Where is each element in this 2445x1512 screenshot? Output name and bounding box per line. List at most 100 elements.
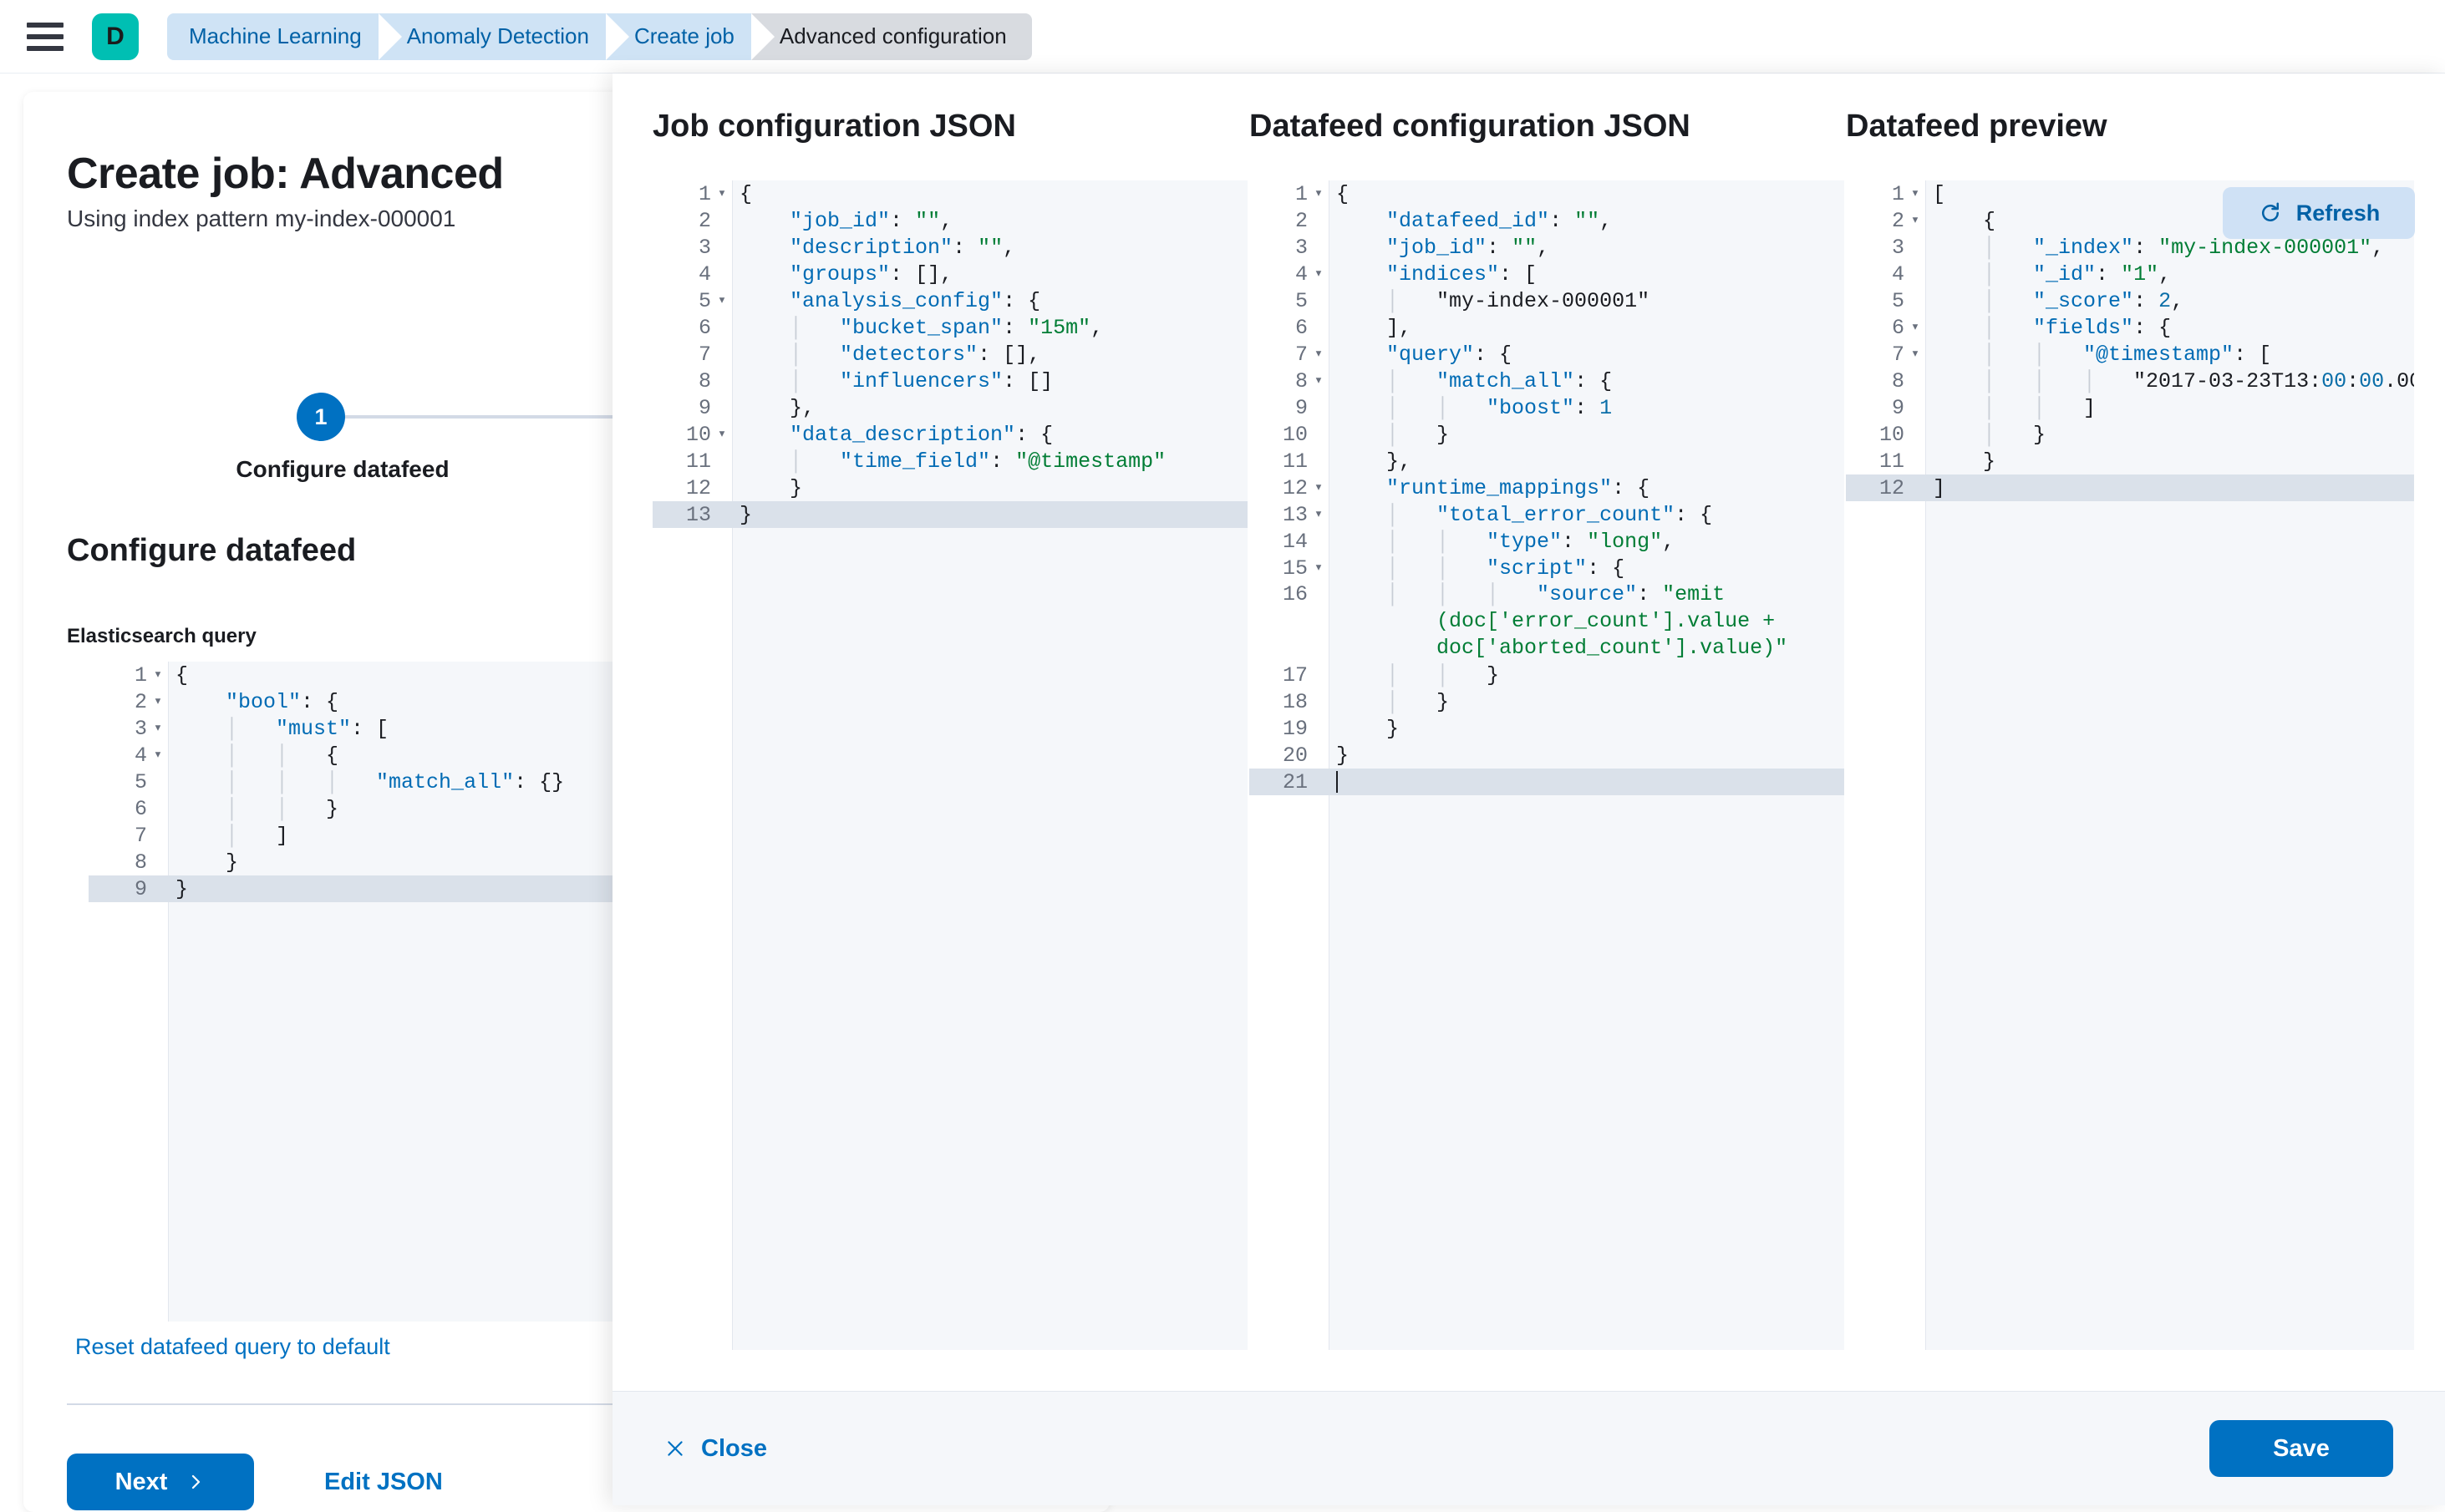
edit-json-link[interactable]: Edit JSON [324,1469,443,1495]
stepper-step-1[interactable]: 1 [297,393,345,441]
editor-line[interactable]: 18 │ } [1249,688,1844,715]
editor-line-number: 7 [1294,342,1308,367]
editor-line[interactable]: 4▾ "indices": [ [1249,261,1844,287]
editor-line[interactable]: 1▾{ [653,180,1248,207]
editor-line[interactable]: 6 │ "bucket_span": "15m", [653,314,1248,341]
editor-code-background [1329,180,1844,1350]
space-avatar[interactable]: D [92,13,139,60]
fold-toggle-icon[interactable]: ▾ [1314,506,1324,523]
fold-toggle-icon[interactable]: ▾ [1910,319,1920,336]
editor-line[interactable]: 8 │ │ │ "2017-03-23T13:00:00.000Z" [1846,368,2414,394]
editor-line[interactable]: 11 │ "time_field": "@timestamp" [653,448,1248,474]
editor-line[interactable]: 5 │ │ │ "match_all": {} [89,769,1110,795]
save-button[interactable]: Save [2209,1420,2393,1477]
breadcrumb-item-advanced-configuration[interactable]: Advanced configuration [750,13,1032,60]
editor-line[interactable]: 6▾ │ "fields": { [1846,314,2414,341]
editor-line[interactable]: 9 │ │ ] [1846,394,2414,421]
editor-line[interactable]: 11 }, [1249,448,1844,474]
job-configuration-json-editor[interactable]: 1▾{2 "job_id": "",3 "description": "",4 … [653,180,1248,1350]
fold-toggle-icon[interactable]: ▾ [153,693,163,710]
refresh-button[interactable]: Refresh [2223,187,2415,239]
breadcrumb-item-create-job[interactable]: Create job [605,13,774,60]
editor-line[interactable]: 8▾ │ "match_all": { [1249,368,1844,394]
editor-line-number: 4 [698,261,711,287]
editor-line[interactable]: 3▾ │ "must": [ [89,715,1110,742]
editor-line[interactable]: 17 │ │ } [1249,662,1844,688]
breadcrumb-label: Machine Learning [189,23,362,48]
breadcrumb-item-machine-learning[interactable]: Machine Learning [167,13,401,60]
editor-line[interactable]: 5 │ "my-index-000001" [1249,287,1844,314]
editor-line[interactable]: 8 } [89,849,1110,875]
fold-toggle-icon[interactable]: ▾ [1314,185,1324,202]
editor-line-number: 6 [134,796,147,821]
editor-line-text: "analysis_config": { [790,288,1041,313]
hamburger-icon[interactable] [27,22,64,51]
editor-line[interactable]: 10 │ } [1846,421,2414,448]
editor-line[interactable]: 21 [1249,769,1844,795]
editor-line[interactable]: 4 "groups": [], [653,261,1248,287]
editor-line[interactable]: 2 "job_id": "", [653,207,1248,234]
editor-line[interactable]: 4▾ │ │ { [89,742,1110,769]
editor-line[interactable]: 12] [1846,474,2414,501]
editor-line[interactable]: 13▾ │ "total_error_count": { [1249,501,1844,528]
editor-line[interactable]: 9 │ │ "boost": 1 [1249,394,1844,421]
editor-line-number: 8 [1294,368,1308,393]
datafeed-preview-editor[interactable]: 1▾[2▾ {3 │ "_index": "my-index-000001",4… [1846,180,2414,1350]
editor-line[interactable]: 7 │ ] [89,822,1110,849]
editor-line[interactable]: 7▾ │ │ "@timestamp": [ [1846,341,2414,368]
fold-toggle-icon[interactable]: ▾ [717,185,727,202]
fold-toggle-icon[interactable]: ▾ [1314,560,1324,576]
fold-toggle-icon[interactable]: ▾ [1910,212,1920,229]
editor-line[interactable]: 10▾ "data_description": { [653,421,1248,448]
editor-line[interactable]: 8 │ "influencers": [] [653,368,1248,394]
editor-line[interactable]: 1▾{ [89,662,1110,688]
editor-line[interactable]: 2▾ "bool": { [89,688,1110,715]
editor-line[interactable]: 9 }, [653,394,1248,421]
fold-toggle-icon[interactable]: ▾ [1314,346,1324,363]
editor-line-text: "indices": [ [1386,261,1538,287]
breadcrumb-item-anomaly-detection[interactable]: Anomaly Detection [378,13,629,60]
editor-line[interactable]: 5▾ "analysis_config": { [653,287,1248,314]
editor-line[interactable]: 2▾ { [1846,207,2414,234]
editor-line[interactable]: 13} [653,501,1248,528]
fold-toggle-icon[interactable]: ▾ [1910,185,1920,202]
next-button[interactable]: Next [67,1454,254,1510]
editor-line[interactable]: 3 │ "_index": "my-index-000001", [1846,234,2414,261]
editor-line[interactable]: 6 ], [1249,314,1844,341]
editor-line-text: │ "detectors": [], [740,342,1041,367]
editor-line[interactable]: 12▾ "runtime_mappings": { [1249,474,1844,501]
editor-line[interactable]: 11 } [1846,448,2414,474]
editor-line[interactable]: 16 │ │ │ "source": "emit (doc['error_cou… [1249,581,1844,662]
editor-line[interactable]: 4 │ "_id": "1", [1846,261,2414,287]
editor-line[interactable]: 12 } [653,474,1248,501]
editor-line[interactable]: 3 "description": "", [653,234,1248,261]
editor-line-text: ], [1386,315,1412,340]
fold-toggle-icon[interactable]: ▾ [1314,373,1324,389]
editor-line[interactable]: 10 │ } [1249,421,1844,448]
fold-toggle-icon[interactable]: ▾ [153,747,163,764]
fold-toggle-icon[interactable]: ▾ [1910,346,1920,363]
fold-toggle-icon[interactable]: ▾ [717,426,727,443]
editor-line[interactable]: 20} [1249,742,1844,769]
datafeed-configuration-json-editor[interactable]: 1▾{2 "datafeed_id": "",3 "job_id": "",4▾… [1249,180,1844,1350]
fold-toggle-icon[interactable]: ▾ [717,292,727,309]
editor-line[interactable]: 14 │ │ "type": "long", [1249,528,1844,555]
editor-line[interactable]: 3 "job_id": "", [1249,234,1844,261]
reset-datafeed-query-link[interactable]: Reset datafeed query to default [75,1334,390,1359]
fold-toggle-icon[interactable]: ▾ [1314,479,1324,496]
editor-line[interactable]: 6 │ │ } [89,795,1110,822]
editor-line[interactable]: 19 } [1249,715,1844,742]
close-button[interactable]: Close [664,1435,767,1463]
editor-line[interactable]: 15▾ │ │ "script": { [1249,555,1844,581]
fold-toggle-icon[interactable]: ▾ [153,667,163,683]
fold-toggle-icon[interactable]: ▾ [1314,266,1324,282]
editor-line[interactable]: 2 "datafeed_id": "", [1249,207,1844,234]
editor-line[interactable]: 7 │ "detectors": [], [653,341,1248,368]
editor-code-background [733,180,1248,1350]
editor-line[interactable]: 1▾{ [1249,180,1844,207]
fold-toggle-icon[interactable]: ▾ [153,720,163,737]
editor-line-number: 18 [1282,689,1308,714]
editor-line[interactable]: 1▾[ [1846,180,2414,207]
editor-line[interactable]: 7▾ "query": { [1249,341,1844,368]
editor-line[interactable]: 5 │ "_score": 2, [1846,287,2414,314]
